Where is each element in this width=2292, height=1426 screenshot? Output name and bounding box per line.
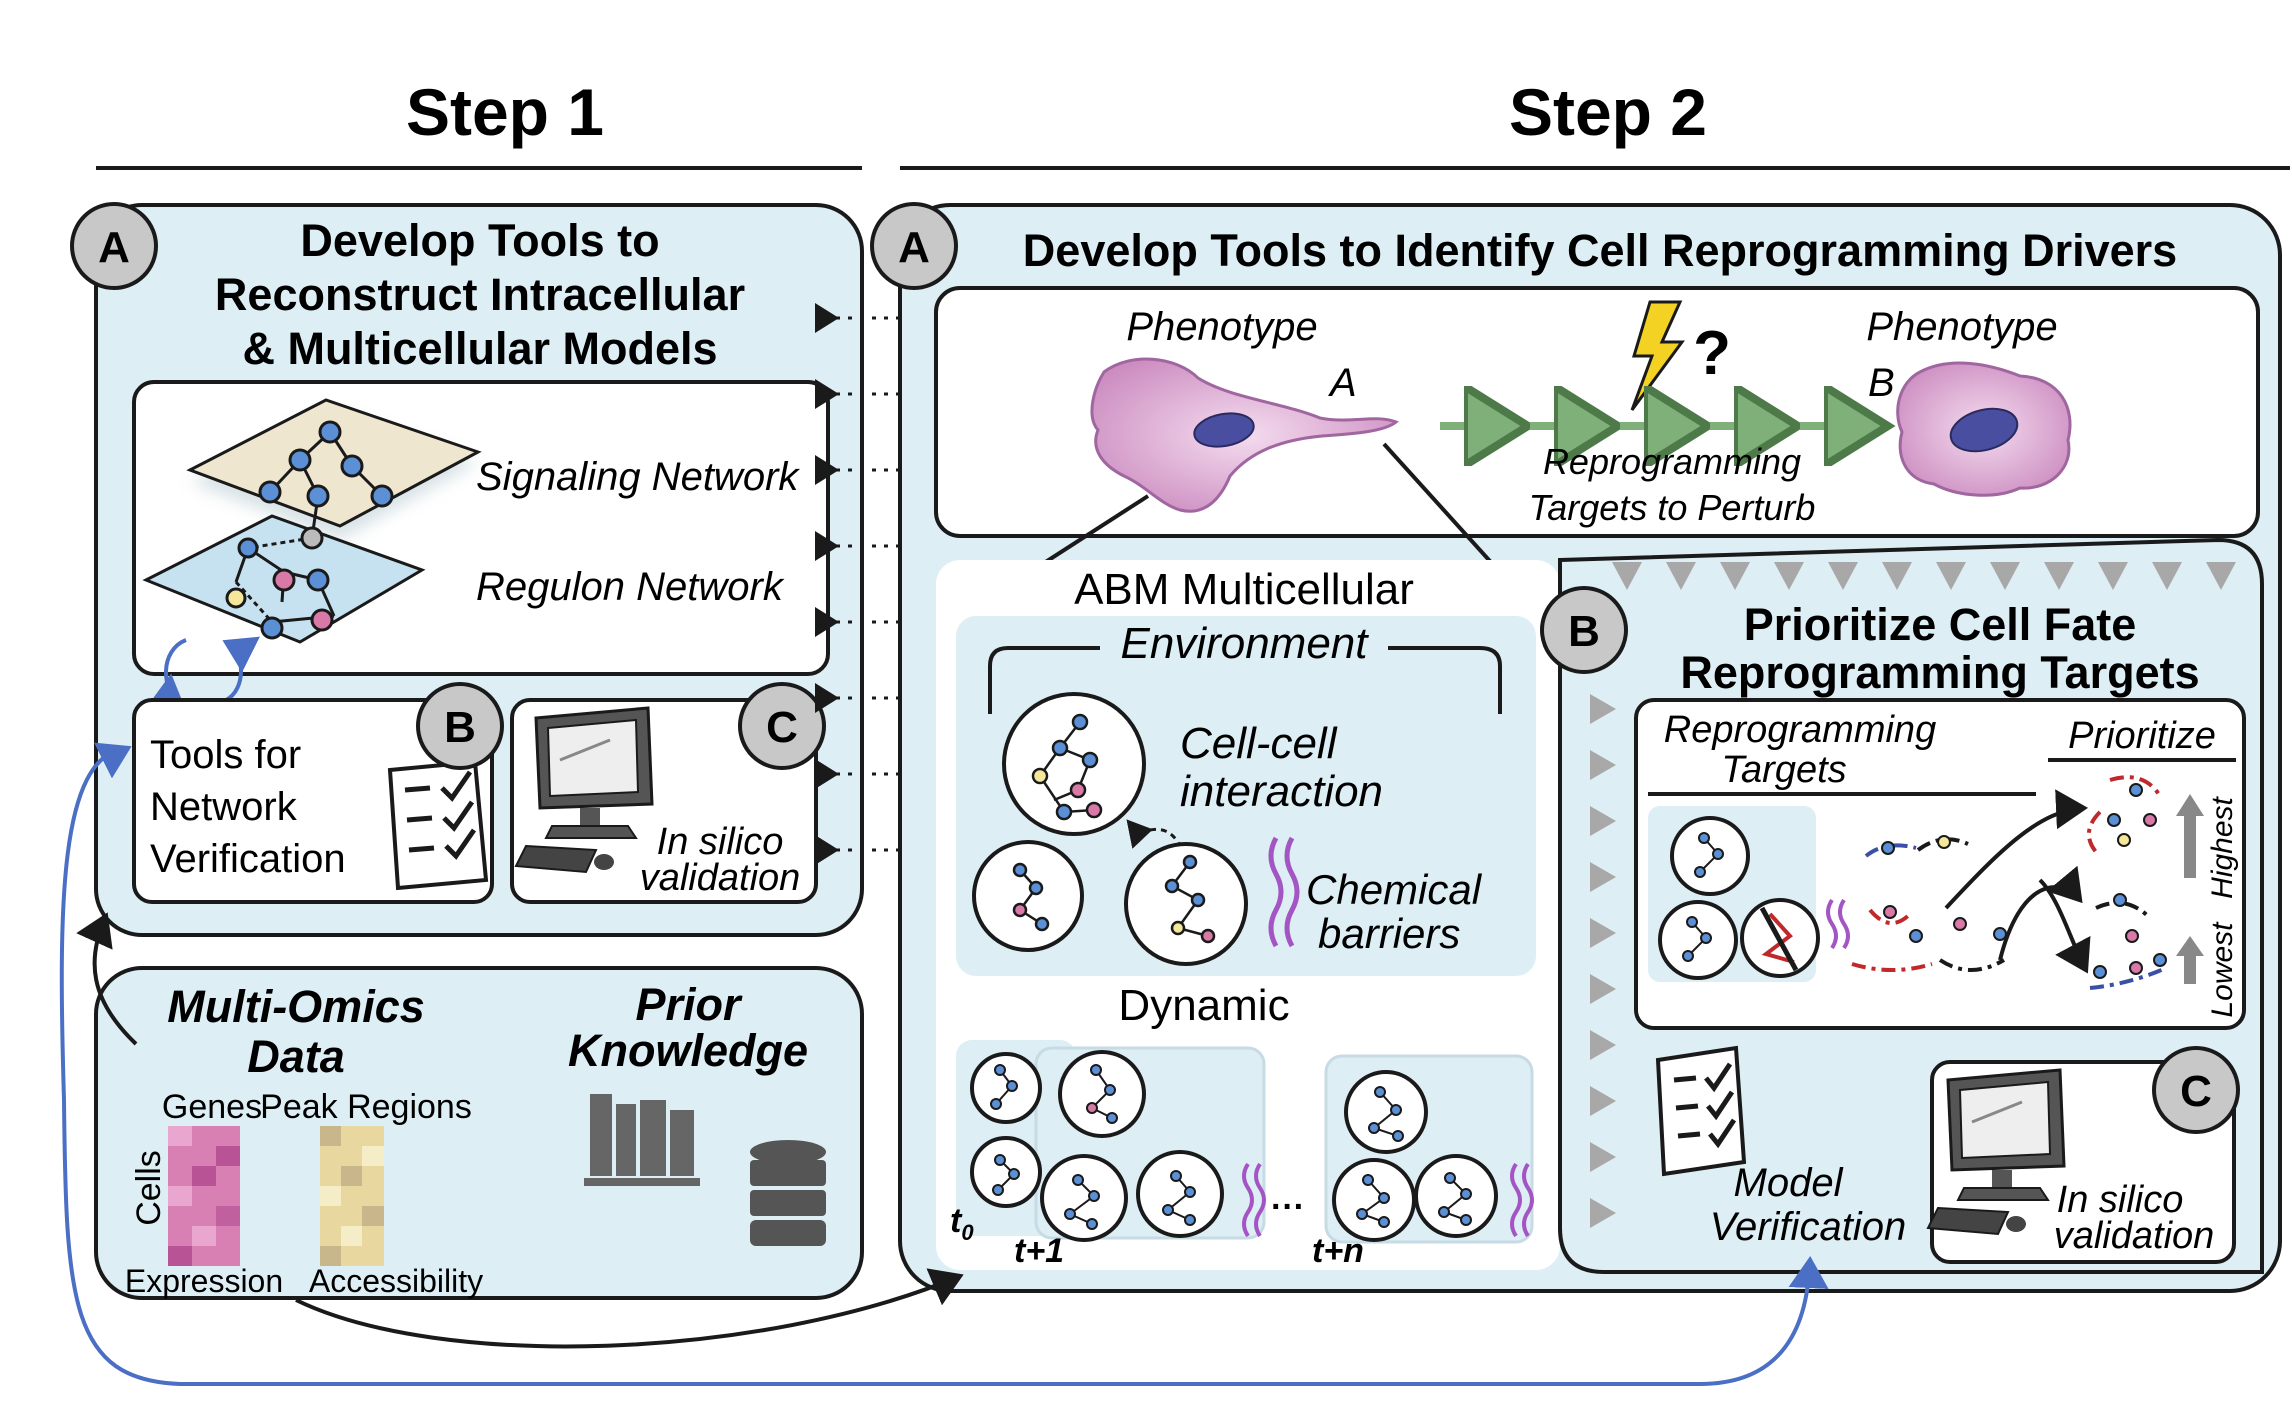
chemical-barrier-waves	[1268, 836, 1300, 948]
prior-knowledge-line1: Prior	[635, 979, 743, 1030]
multi-omics-line2: Data	[247, 1031, 345, 1082]
ellipsis-label: ···	[1271, 1188, 1305, 1226]
t1-label: t+1	[1014, 1232, 1064, 1270]
tn-label: t+n	[1312, 1232, 1364, 1270]
dynamic-cells	[970, 1050, 1498, 1242]
accessibility-label: Accessibility	[309, 1263, 483, 1299]
svg-text:A: A	[98, 223, 130, 272]
prioritize-title-line1: Prioritize Cell Fate	[1744, 599, 2137, 650]
highest-label: Highest	[2206, 795, 2239, 898]
lowest-label: Lowest	[2206, 921, 2239, 1018]
abm-cell-networks	[1012, 713, 1216, 944]
step1-a-title-line3: & Multicellular Models	[242, 323, 717, 374]
reprog-targets-line1: Reprogramming	[1664, 709, 1936, 751]
expression-heatmap	[168, 1126, 240, 1266]
network-layers-illustration	[142, 398, 482, 644]
prioritize-title-line2: Reprogramming Targets	[1680, 647, 2199, 698]
dynamic-cell-networks	[990, 1064, 1472, 1230]
environment-label: Environment	[1120, 619, 1369, 668]
verification-tools-line2: Network	[150, 785, 298, 829]
dynamic-label: Dynamic	[1118, 981, 1289, 1030]
reprog-targets-line2: Targets	[1721, 749, 1846, 791]
environment-bracket	[988, 646, 1502, 714]
priority-scale	[2176, 794, 2204, 984]
lightning-icon	[1630, 300, 1685, 411]
chemical-barriers-line2: barriers	[1318, 910, 1460, 957]
signaling-network-label: Signaling Network	[476, 455, 800, 499]
targets-cell-networks	[1682, 832, 1724, 962]
network-box	[132, 380, 830, 676]
badge-step2-b: B	[1540, 586, 1628, 674]
target-molecules	[1851, 775, 2167, 990]
arrow-data-to-step2	[295, 1268, 964, 1349]
prioritize-label: Prioritize	[2068, 715, 2216, 757]
step2-heading: Step 2	[1509, 75, 1707, 149]
svg-text:C: C	[766, 703, 798, 752]
cell-phenotype-b	[1896, 361, 2072, 497]
in-silico-step1-line2: validation	[640, 857, 801, 899]
reprogramming-targets-line2: Targets to Perturb	[1529, 487, 1816, 528]
targets-barrier-waves	[1826, 898, 1850, 950]
cell-phenotype-a	[1090, 357, 1399, 513]
step2-a-title: Develop Tools to Identify Cell Reprogram…	[1023, 225, 2177, 276]
multi-omics-line1: Multi-Omics	[167, 981, 425, 1032]
badge-step1-b: B	[416, 682, 504, 770]
badge-step2-c: C	[2152, 1046, 2240, 1134]
model-verification-line2: Verification	[1710, 1205, 1906, 1249]
reprogramming-targets-line1: Reprogramming	[1543, 441, 1801, 482]
in-silico-step2-line1: In silico	[2057, 1179, 2184, 1221]
accessibility-heatmap	[320, 1126, 384, 1266]
grey-triangle-column	[1590, 694, 1616, 1228]
in-silico-step2-line2: validation	[2054, 1215, 2215, 1257]
data-panel	[94, 966, 864, 1300]
svg-text:A: A	[898, 223, 930, 272]
model-verification-line1: Model	[1734, 1161, 1844, 1205]
step1-a-title-line1: Develop Tools to	[300, 215, 659, 266]
phenotype-b-letter: B	[1868, 361, 1895, 405]
cell-cell-line2: interaction	[1180, 767, 1383, 816]
chemical-barriers-line1: Chemical	[1306, 866, 1483, 913]
model-checklist-icon	[1655, 1045, 1747, 1177]
expression-label: Expression	[125, 1263, 283, 1299]
question-mark: ?	[1693, 319, 1731, 388]
svg-text:B: B	[1568, 607, 1600, 656]
abm-cells	[972, 692, 1248, 966]
arrow-blue-entry	[94, 742, 132, 779]
step1-heading: Step 1	[406, 75, 604, 149]
database-icon	[750, 1140, 826, 1246]
checklist-icon	[387, 759, 489, 891]
cell-interaction-arrow	[1126, 819, 1182, 849]
peak-regions-label: Peak Regions	[260, 1088, 472, 1126]
phenotype-a-label: Phenotype	[1126, 305, 1317, 349]
in-silico-step1-line1: In silico	[657, 821, 784, 863]
prior-knowledge-line2: Knowledge	[568, 1025, 808, 1076]
computer-icon	[514, 706, 654, 874]
svg-text:B: B	[444, 703, 476, 752]
abm-multicellular-label: ABM Multicellular	[1074, 565, 1414, 614]
badge-step2-a: A	[870, 202, 958, 290]
computer-icon-step2	[1926, 1068, 2066, 1236]
verification-tools-line3: Verification	[150, 837, 346, 881]
dynamic-barrier-waves	[1242, 1162, 1534, 1238]
perturbed-network	[1759, 906, 1799, 972]
phenotype-b-label: Phenotype	[1866, 305, 2057, 349]
badge-step1-c: C	[738, 682, 826, 770]
verification-tools-line1: Tools for	[150, 733, 301, 777]
genes-label: Genes	[162, 1088, 262, 1126]
arrow-data-to-panel-a	[76, 912, 138, 1046]
phenotype-a-letter: A	[1328, 361, 1357, 405]
regulon-network-label: Regulon Network	[476, 565, 785, 609]
t0-label: t0	[950, 1202, 974, 1245]
books-icon	[584, 1094, 700, 1186]
step1-a-title-line2: Reconstruct Intracellular	[215, 269, 745, 320]
cell-cell-line1: Cell-cell	[1180, 719, 1338, 768]
badge-step1-a: A	[70, 202, 158, 290]
targets-cells	[1658, 816, 1820, 980]
grey-triangle-row	[1612, 562, 2236, 590]
prioritize-arrows	[1944, 789, 2091, 974]
svg-text:C: C	[2180, 1067, 2212, 1116]
cells-label: Cells	[130, 1150, 168, 1226]
arrow-blue-feedback	[59, 746, 1829, 1386]
target-molecule-dots	[1881, 783, 2167, 979]
